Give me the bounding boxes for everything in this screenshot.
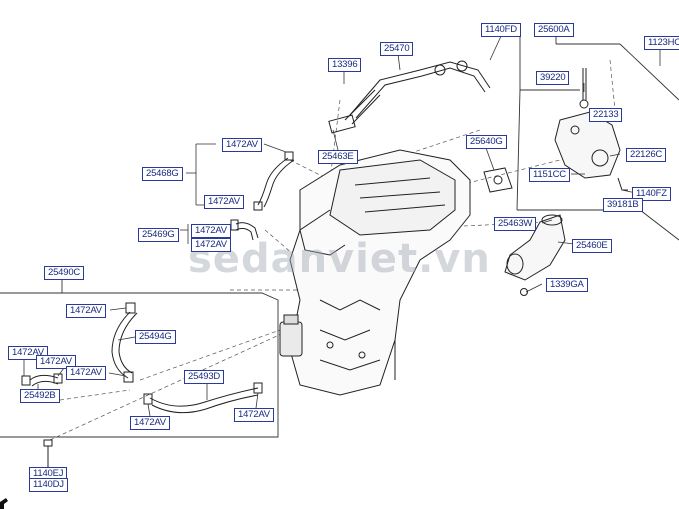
part-label-39181b[interactable]: 39181B <box>603 198 643 212</box>
part-label-25469g[interactable]: 25469G <box>138 228 179 242</box>
part-label-25463w[interactable]: 25463W <box>494 217 537 231</box>
part-label-1472av-upper[interactable]: 1472AV <box>191 224 231 238</box>
part-label-1140fd[interactable]: 1140FD <box>481 23 521 37</box>
bypass-pipe-25470 <box>328 60 491 134</box>
part-label-1140dj[interactable]: 1140DJ <box>29 478 68 492</box>
part-label-25493d[interactable]: 25493D <box>184 370 225 384</box>
part-label-1472av-top[interactable]: 1472AV <box>222 138 262 152</box>
part-label-25492b[interactable]: 25492B <box>20 389 60 403</box>
hose-25492b <box>21 373 63 387</box>
part-label-25490c[interactable]: 25490C <box>44 266 85 280</box>
part-label-1151cc[interactable]: 1151CC <box>529 168 570 182</box>
corner-arrow-icon <box>0 498 8 509</box>
watermark: sedanviet.vn <box>188 236 491 282</box>
bolt-1140ej <box>43 439 53 468</box>
part-label-1472av-lower[interactable]: 1472AV <box>191 238 231 252</box>
part-label-25470[interactable]: 25470 <box>380 42 414 56</box>
part-label-22133[interactable]: 22133 <box>589 108 623 122</box>
part-label-1140fz[interactable]: 1140FZ <box>632 187 671 201</box>
part-label-25600a[interactable]: 25600A <box>534 23 574 37</box>
part-label-1140ej[interactable]: 1140EJ <box>29 467 68 481</box>
part-label-1472av-center[interactable]: 1472AV <box>66 366 106 380</box>
part-label-39220[interactable]: 39220 <box>536 71 570 85</box>
part-label-25463e[interactable]: 25463E <box>318 150 358 164</box>
part-label-1339ga[interactable]: 1339GA <box>546 278 588 292</box>
hose-25494g <box>111 302 138 383</box>
hose-25468g <box>253 151 295 211</box>
part-label-25640g[interactable]: 25640G <box>466 135 507 149</box>
engine-block <box>279 149 471 396</box>
gasket-25640g <box>483 167 513 193</box>
part-label-1472av-bottom[interactable]: 1472AV <box>130 416 170 430</box>
hose-25469g <box>230 219 259 241</box>
part-label-1123hc[interactable]: 1123HC <box>644 36 679 50</box>
part-label-1472av-left2[interactable]: 1472AV <box>36 355 76 369</box>
part-label-1472av-mid[interactable]: 1472AV <box>204 195 244 209</box>
part-label-1472av-right[interactable]: 1472AV <box>234 408 274 422</box>
part-label-22126c[interactable]: 22126C <box>626 148 667 162</box>
group-bracket-25490c <box>0 279 279 438</box>
part-label-25468g[interactable]: 25468G <box>142 167 183 181</box>
part-label-1472av-hose-top[interactable]: 1472AV <box>66 304 106 318</box>
part-label-25460e[interactable]: 25460E <box>572 239 612 253</box>
part-label-25494g[interactable]: 25494G <box>135 330 176 344</box>
water-outlet-25460e <box>504 214 566 296</box>
part-label-13396[interactable]: 13396 <box>328 58 362 72</box>
leader-lines <box>23 33 661 417</box>
